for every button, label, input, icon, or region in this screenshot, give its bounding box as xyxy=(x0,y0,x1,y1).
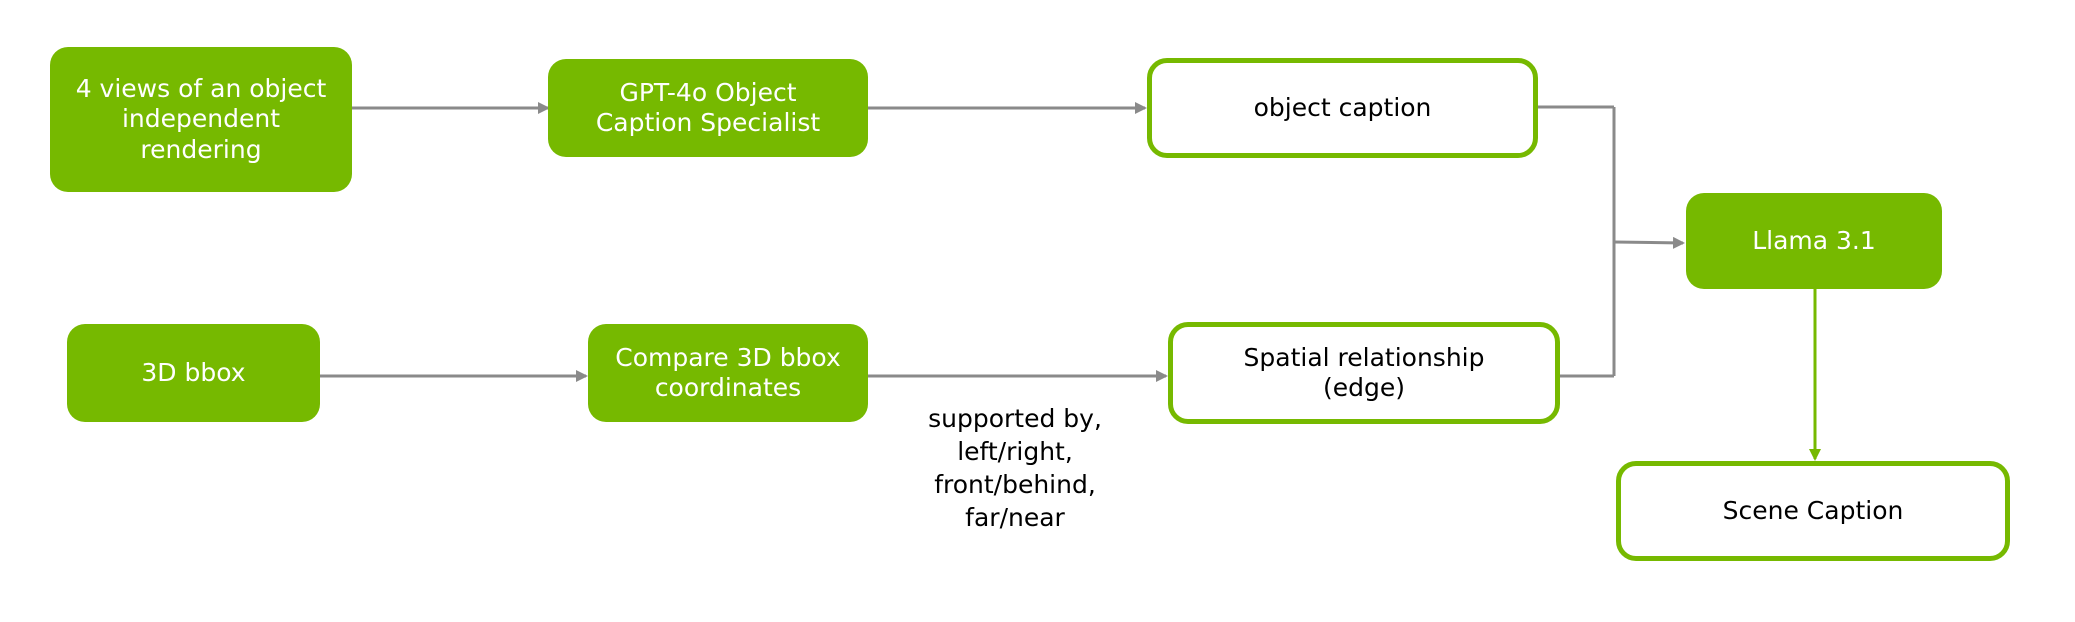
relation-front-behind: front/behind, xyxy=(934,470,1096,499)
relation-far-near: far/near xyxy=(965,503,1065,532)
relation-left-right: left/right, xyxy=(957,437,1073,466)
node-gpt4o-caption-specialist: GPT-4o Object Caption Specialist xyxy=(548,59,868,157)
node-llama: Llama 3.1 xyxy=(1686,193,1942,289)
node-scene-caption: Scene Caption xyxy=(1616,461,2010,561)
node-compare-bbox: Compare 3D bbox coordinates xyxy=(588,324,868,422)
node-object-caption: object caption xyxy=(1147,58,1538,158)
node-3d-bbox: 3D bbox xyxy=(67,324,320,422)
relation-supported-by: supported by, xyxy=(928,404,1102,433)
relations-annotation: supported by, left/right, front/behind, … xyxy=(900,402,1130,534)
node-views: 4 views of an object independent renderi… xyxy=(50,47,352,192)
arrow-junction-to-llama xyxy=(1613,236,1685,249)
node-spatial-relationship: Spatial relationship (edge) xyxy=(1168,322,1560,424)
